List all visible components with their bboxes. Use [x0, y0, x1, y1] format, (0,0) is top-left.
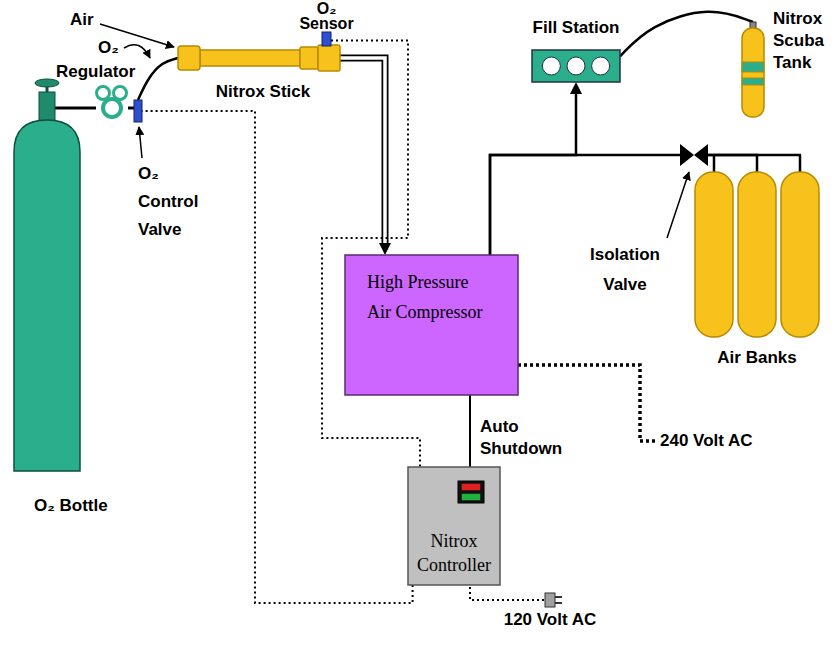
regulator-shape: [96, 86, 128, 120]
isolation-valve: Isolation Valve: [680, 143, 708, 167]
gas-line: [708, 155, 757, 172]
part-label: Nitrox Stick: [203, 82, 323, 102]
plug-prong: [555, 596, 562, 598]
signal-label: Auto Shutdown: [480, 416, 590, 460]
part-label: Fill Station: [522, 18, 630, 38]
oxygen-sensor: O₂ Sensor: [322, 32, 331, 46]
leader-line: [139, 127, 142, 158]
gas-line: [84, 108, 96, 109]
gas-line: [490, 155, 680, 255]
connector-line: [620, 12, 753, 57]
part-label: Isolation Valve: [580, 240, 670, 300]
oxygen-sensor-shape: [322, 32, 331, 46]
part-label: Nitrox Scuba Tank: [773, 8, 835, 74]
gas-line: [470, 395, 471, 467]
pipe: [713, 155, 716, 174]
power-wire: [518, 365, 656, 441]
flow-label: O₂: [98, 38, 124, 58]
control-valve: O₂ Control Valve: [134, 100, 142, 122]
connector-line: [128, 107, 134, 110]
air-banks: Air Banks: [694, 172, 820, 337]
connector-line: [490, 155, 680, 255]
gas-line: [138, 58, 178, 100]
regulator: Regulator: [96, 86, 128, 120]
part-label: High Pressure Air Compressor: [367, 267, 493, 327]
fill-station: Fill Station: [532, 50, 620, 82]
air-banks-shape: [694, 172, 820, 337]
fill-station-shape: [532, 50, 620, 82]
compressor-box: High Pressure Air Compressor: [345, 255, 518, 395]
pipe-bore: [340, 58, 385, 243]
scuba-tank-shape: [742, 22, 764, 117]
power-label: 240 Volt AC: [660, 431, 810, 451]
leader-line: [667, 172, 689, 238]
oxygen-bottle-shape: [12, 78, 84, 473]
part-label: O₂ Sensor: [297, 1, 357, 31]
connector-line: [138, 58, 178, 100]
pipe: [799, 155, 802, 174]
oxygen-arrow: [124, 45, 150, 58]
part-label: O₂ Control Valve: [138, 160, 212, 244]
isolation-valve-shape: [680, 143, 708, 167]
gas-line: [340, 58, 385, 243]
connector-line: [708, 155, 757, 172]
part-label: Air Banks: [694, 348, 820, 368]
gas-line: [128, 108, 134, 109]
nitrox-stick-shape: [178, 44, 340, 72]
controller-box: Nitrox Controller: [408, 467, 500, 585]
connector-line: [469, 395, 471, 467]
pipe-wall: [340, 58, 385, 243]
nitrox-stick: Nitrox Stick: [178, 44, 340, 72]
gas-line: [490, 94, 576, 255]
signal-wire: [322, 40, 420, 467]
oxygen-bottle: O₂ Bottle: [12, 78, 84, 473]
connector-line: [322, 40, 420, 467]
connector-line: [490, 94, 576, 255]
part-label: Nitrox Controller: [412, 529, 496, 577]
control-valve-shape: [134, 100, 142, 122]
part-label: Regulator: [56, 62, 146, 82]
scuba-tank: Nitrox Scuba Tank: [742, 22, 764, 117]
power-label: 120 Volt AC: [490, 610, 610, 630]
connector-line: [84, 107, 96, 110]
part-label: O₂ Bottle: [34, 496, 129, 516]
gas-line: [620, 12, 753, 57]
plug-prong: [555, 602, 562, 604]
power-plug: [545, 593, 555, 607]
flow-label: Air: [70, 10, 110, 30]
